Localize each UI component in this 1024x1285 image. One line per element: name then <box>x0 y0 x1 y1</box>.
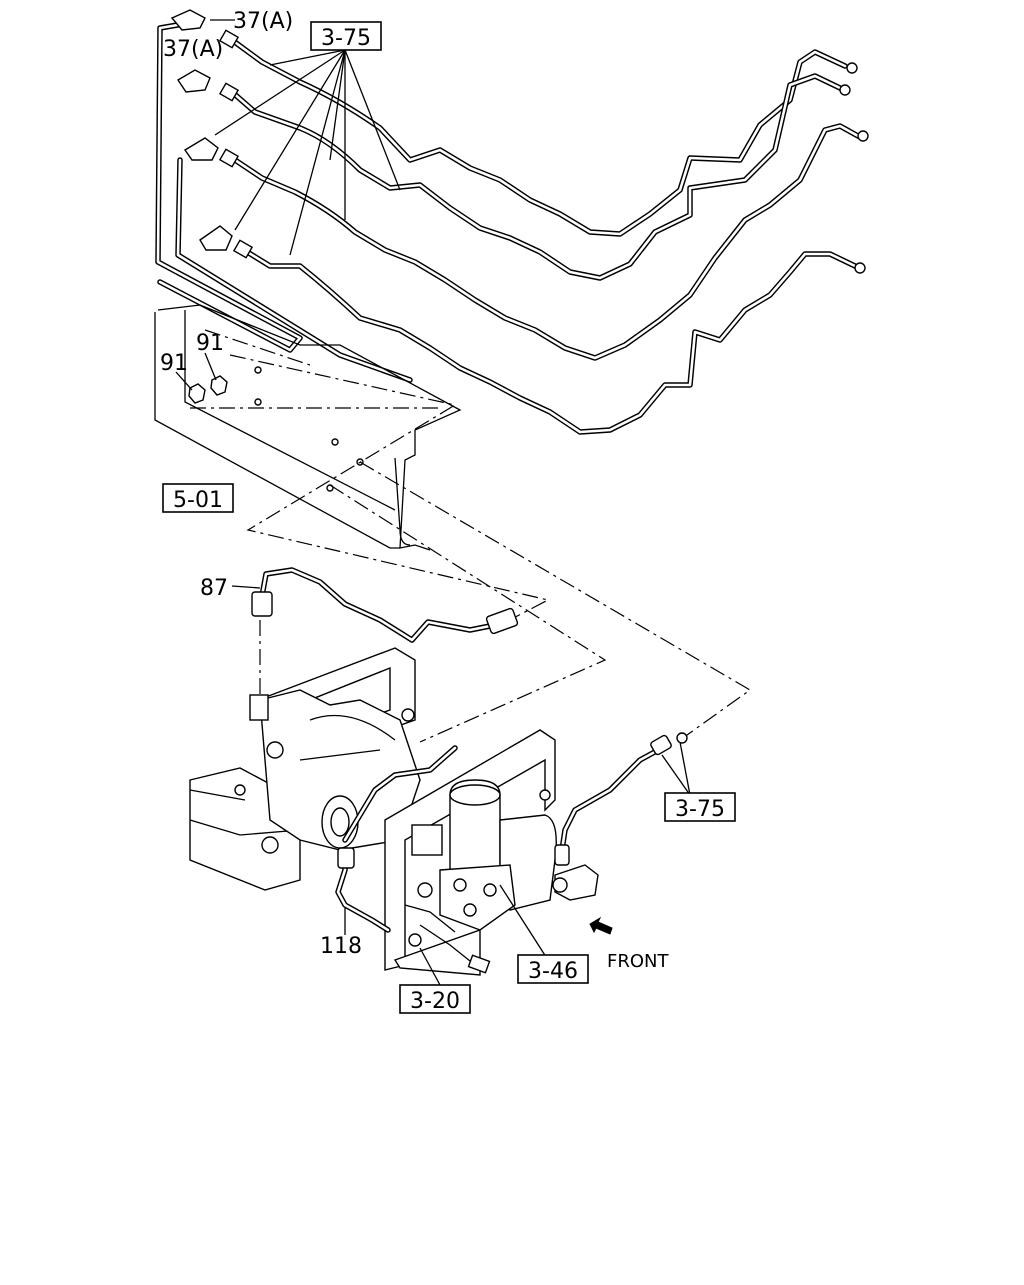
callout-91-lower: 91 <box>160 351 188 376</box>
tee-connector-icon <box>170 9 233 251</box>
front-arrow-icon <box>589 916 613 935</box>
brake-pipe-3 <box>229 123 861 361</box>
ref-box-3-75-top[interactable]: 3-75 <box>310 21 382 51</box>
bracket-right <box>384 729 556 976</box>
ref-box-5-01[interactable]: 5-01 <box>162 483 234 513</box>
ref-box-3-46[interactable]: 3-46 <box>517 954 589 984</box>
ref-box-3-20[interactable]: 3-20 <box>399 984 471 1014</box>
brake-pipe-4 <box>241 247 858 435</box>
brake-pipe-right <box>554 732 688 866</box>
brake-pipe-2 <box>229 73 843 281</box>
nut-91-icon <box>175 352 228 404</box>
svg-text:3-46: 3-46 <box>528 959 578 984</box>
supply-pipe <box>155 19 413 383</box>
callout-37a-second: 37(A) <box>163 37 223 62</box>
leader-lines-3-75 <box>210 19 401 256</box>
brake-pipe-118 <box>335 745 458 935</box>
guide-lines <box>204 329 752 743</box>
air-dryer <box>408 779 557 947</box>
callout-91-upper: 91 <box>196 331 224 356</box>
pipe-end-fittings <box>218 29 869 274</box>
leader-lines-lower <box>419 741 691 986</box>
valve-cylinder <box>249 689 421 851</box>
callout-118: 118 <box>320 934 362 959</box>
svg-text:3-75: 3-75 <box>321 26 371 51</box>
svg-text:3-75: 3-75 <box>675 797 725 822</box>
callout-87: 87 <box>200 576 228 601</box>
svg-text:3-20: 3-20 <box>410 989 460 1014</box>
svg-text:5-01: 5-01 <box>173 488 223 513</box>
elbow-connector <box>552 864 599 901</box>
brake-pipe-87 <box>231 567 519 643</box>
frame-member <box>154 304 462 551</box>
brake-pipe-1 <box>229 37 848 237</box>
harness-connector <box>404 904 491 974</box>
callout-37a-top: 37(A) <box>233 9 293 34</box>
front-label: FRONT <box>607 951 669 972</box>
ref-box-3-75-right[interactable]: 3-75 <box>664 792 736 822</box>
